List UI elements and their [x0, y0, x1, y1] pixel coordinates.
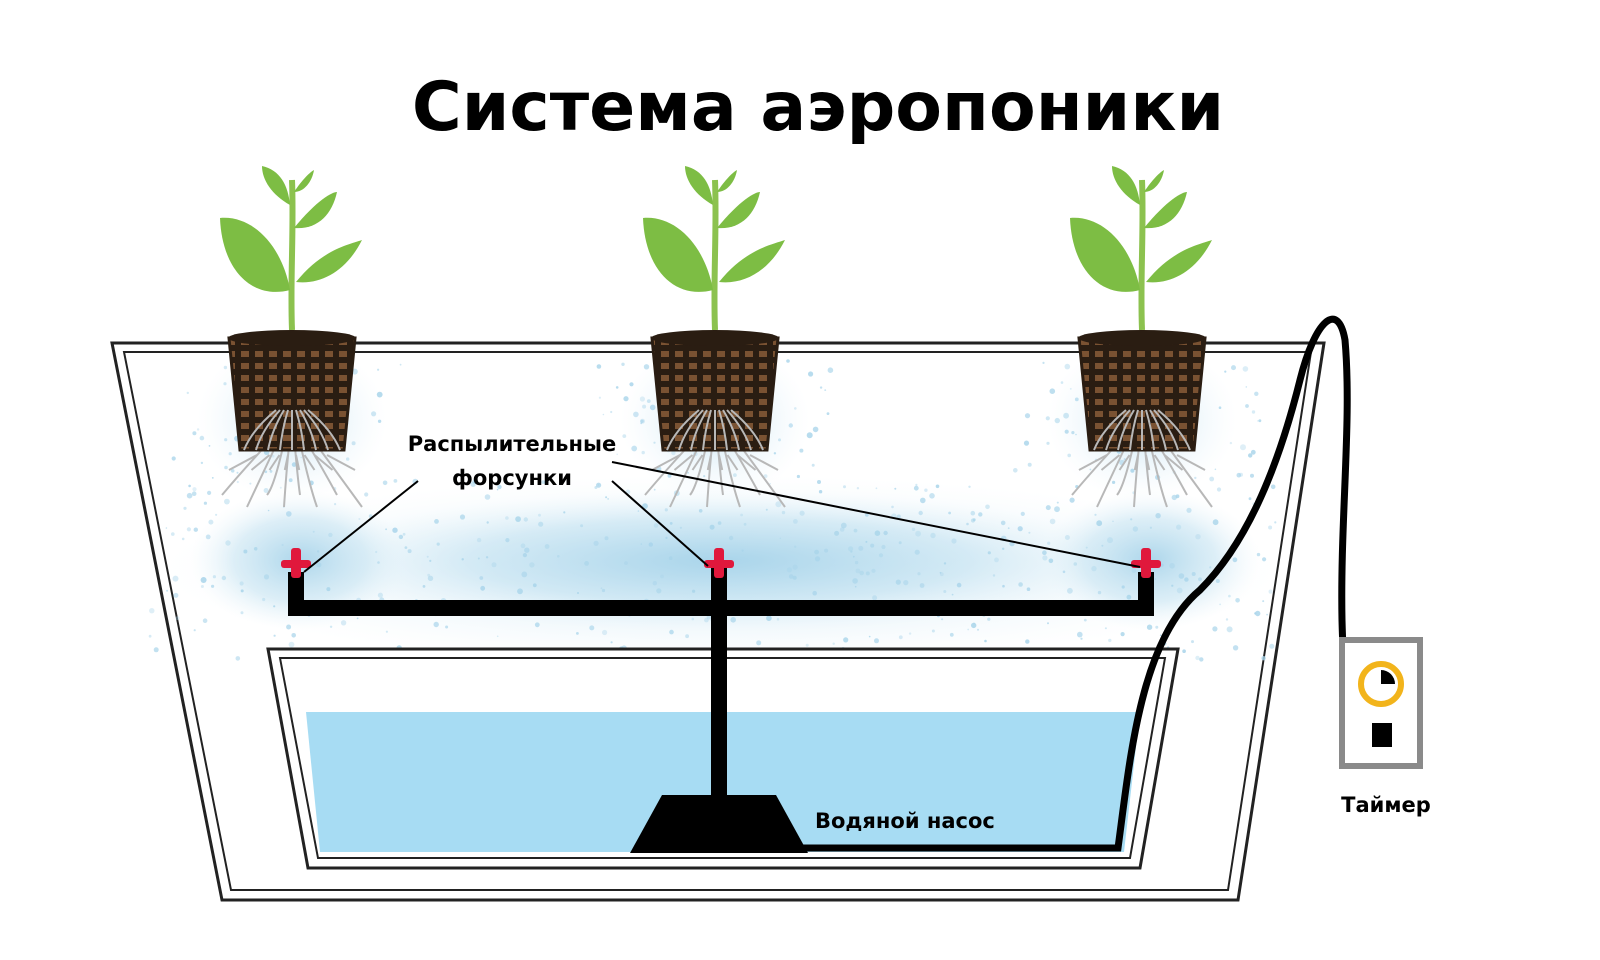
- plant-icon: [220, 166, 363, 508]
- plant-icon: [643, 166, 786, 508]
- power-cable: [796, 315, 1384, 852]
- nozzle-icon: [704, 548, 734, 578]
- spray-pipe: [288, 566, 1154, 798]
- nozzle-leader-lines: [303, 461, 1141, 573]
- nozzle-icon: [1131, 548, 1161, 578]
- timer-label: Таймер: [1341, 793, 1431, 817]
- nozzle-icon: [281, 548, 311, 578]
- plants: [220, 166, 1213, 508]
- pump-icon: [630, 795, 808, 853]
- timer-icon: [1339, 637, 1423, 769]
- nozzles-label-line1: Распылительные: [408, 432, 616, 456]
- page-title: Система аэропоники: [412, 68, 1224, 147]
- nozzles-label-line2: форсунки: [452, 466, 572, 490]
- pump-label: Водяной насос: [815, 809, 995, 833]
- spray-nozzles: [281, 548, 1161, 578]
- plant-icon: [1070, 166, 1213, 508]
- plug-icon: [1372, 723, 1392, 747]
